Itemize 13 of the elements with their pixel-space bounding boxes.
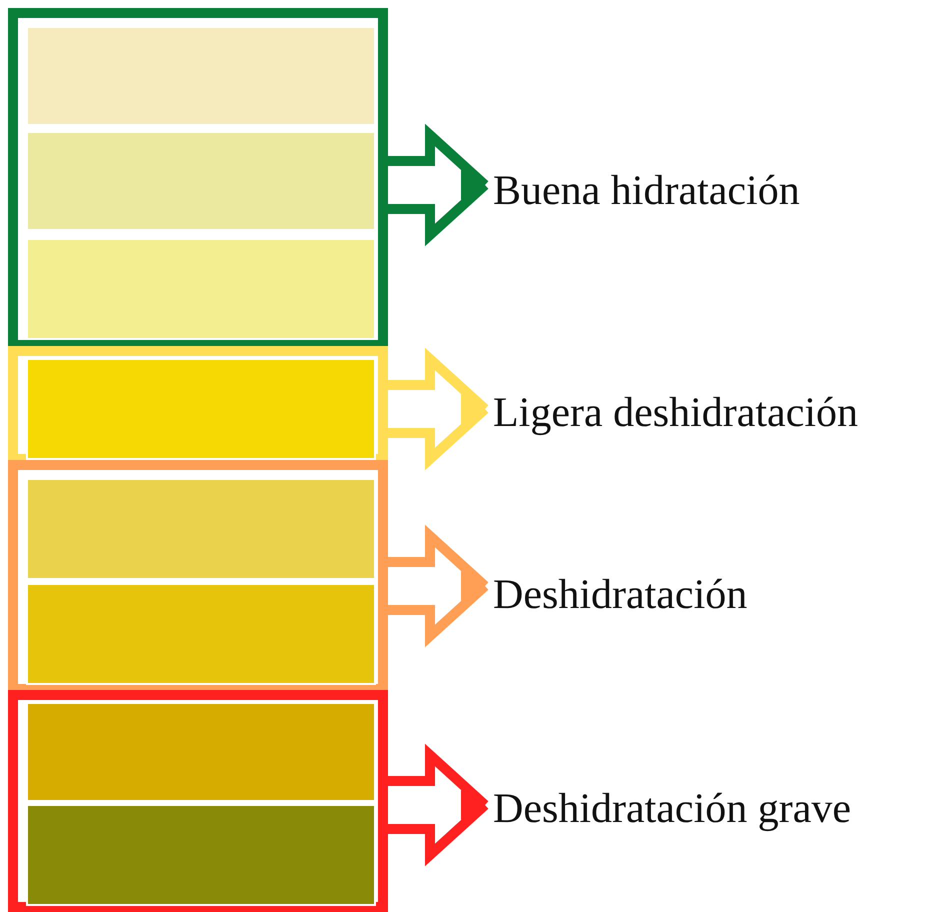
- color-swatch: [26, 583, 376, 685]
- color-swatch: [26, 804, 376, 906]
- status-label: Ligera deshidratación: [493, 392, 858, 434]
- color-swatch: [26, 702, 376, 802]
- group-frame: [8, 690, 388, 912]
- color-swatch: [26, 26, 376, 126]
- status-label: Buena hidratación: [493, 170, 800, 212]
- color-swatch: [26, 238, 376, 340]
- status-label: Deshidratación grave: [493, 788, 852, 830]
- color-swatch: [26, 358, 376, 460]
- color-swatch: [26, 478, 376, 580]
- status-label: Deshidratación: [493, 574, 748, 616]
- color-swatch: [26, 131, 376, 231]
